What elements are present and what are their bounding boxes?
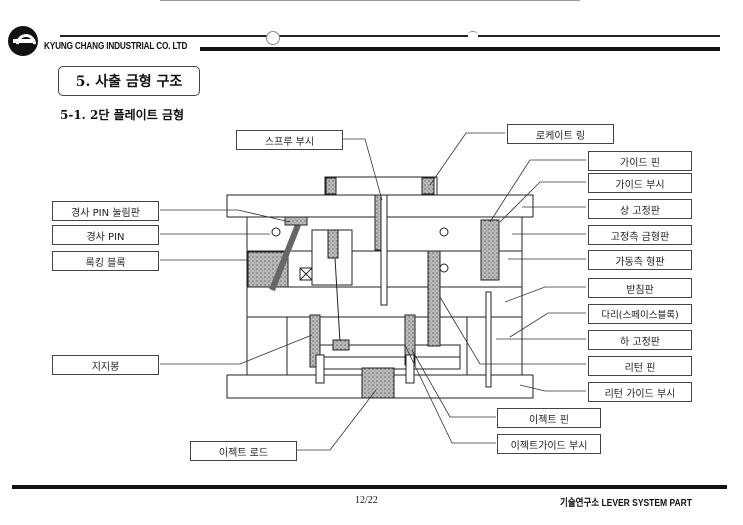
section-title-text: 5. 사출 금형 구조 — [75, 74, 183, 90]
label-ejector-guide-bushing: 이젝트가이드 부시 — [497, 434, 601, 454]
locate-ring-shape — [324, 176, 438, 196]
label-locate-ring: 로케이트 링 — [507, 124, 614, 144]
page-number: 12/22 — [355, 495, 378, 506]
label-support-plate: 받침판 — [588, 278, 692, 298]
label-movable-mold-plate: 가동측 형판 — [588, 250, 692, 270]
label-locking-block: 록킹 블록 — [52, 251, 159, 271]
section-title: 5. 사출 금형 구조 — [58, 66, 200, 96]
leader-locate-ring — [429, 132, 505, 186]
leader-ejector-rod — [297, 389, 377, 451]
label-bottom-clamp-plate: 하 고정판 — [588, 330, 692, 350]
company-logo-icon — [8, 26, 38, 56]
label-support-pillar: 지지봉 — [52, 355, 159, 375]
header-rule-thin — [60, 35, 720, 37]
footer-rule — [12, 485, 727, 489]
label-sprue-bushing: 스프루 부시 — [236, 130, 343, 150]
label-ejector-rod: 이젝트 로드 — [190, 441, 297, 461]
leader-ejector-pin — [411, 349, 496, 418]
section-subtitle: 5-1. 2단 플레이트 금형 — [60, 108, 185, 122]
leader-spacer-block — [509, 312, 586, 338]
leader-ejector-guide-bushing — [404, 344, 496, 444]
leader-guide-bushing — [499, 181, 586, 223]
leader-return-guide-bushing — [519, 384, 586, 392]
label-return-guide-bushing: 리턴 가이드 부시 — [588, 382, 692, 402]
label-return-pin: 리턴 핀 — [588, 356, 692, 376]
leader-return-pin — [439, 296, 586, 365]
punch-hole-mark — [266, 31, 280, 45]
leader-support-pillar — [160, 334, 313, 365]
leader-sprue-bushing — [343, 138, 383, 201]
label-spacer-block: 다리(스페이스블록) — [588, 304, 692, 324]
top-rule — [160, 0, 580, 1]
header-rule-thick — [200, 47, 720, 51]
label-guide-bushing: 가이드 부시 — [588, 173, 692, 193]
label-top-clamp-plate: 상 고정판 — [588, 199, 692, 219]
company-name: KYUNG CHANG INDUSTRIAL CO. LTD — [44, 41, 188, 52]
label-fixed-mold-plate: 고정측 금형판 — [588, 225, 692, 245]
label-guide-pin: 가이드 핀 — [588, 151, 692, 171]
leader-support-plate — [504, 286, 586, 303]
label-ejector-pin: 이젝트 핀 — [497, 408, 601, 428]
label-inclined-pin-plate: 경사 PIN 눌림판 — [52, 201, 159, 221]
footer-department: 기술연구소 LEVER SYSTEM PART — [560, 498, 692, 509]
leader-inclined-pin-plate — [160, 209, 291, 223]
punch-hole-mark — [468, 31, 478, 38]
leader-guide-pin — [489, 159, 586, 223]
label-inclined-pin: 경사 PIN — [52, 225, 159, 245]
